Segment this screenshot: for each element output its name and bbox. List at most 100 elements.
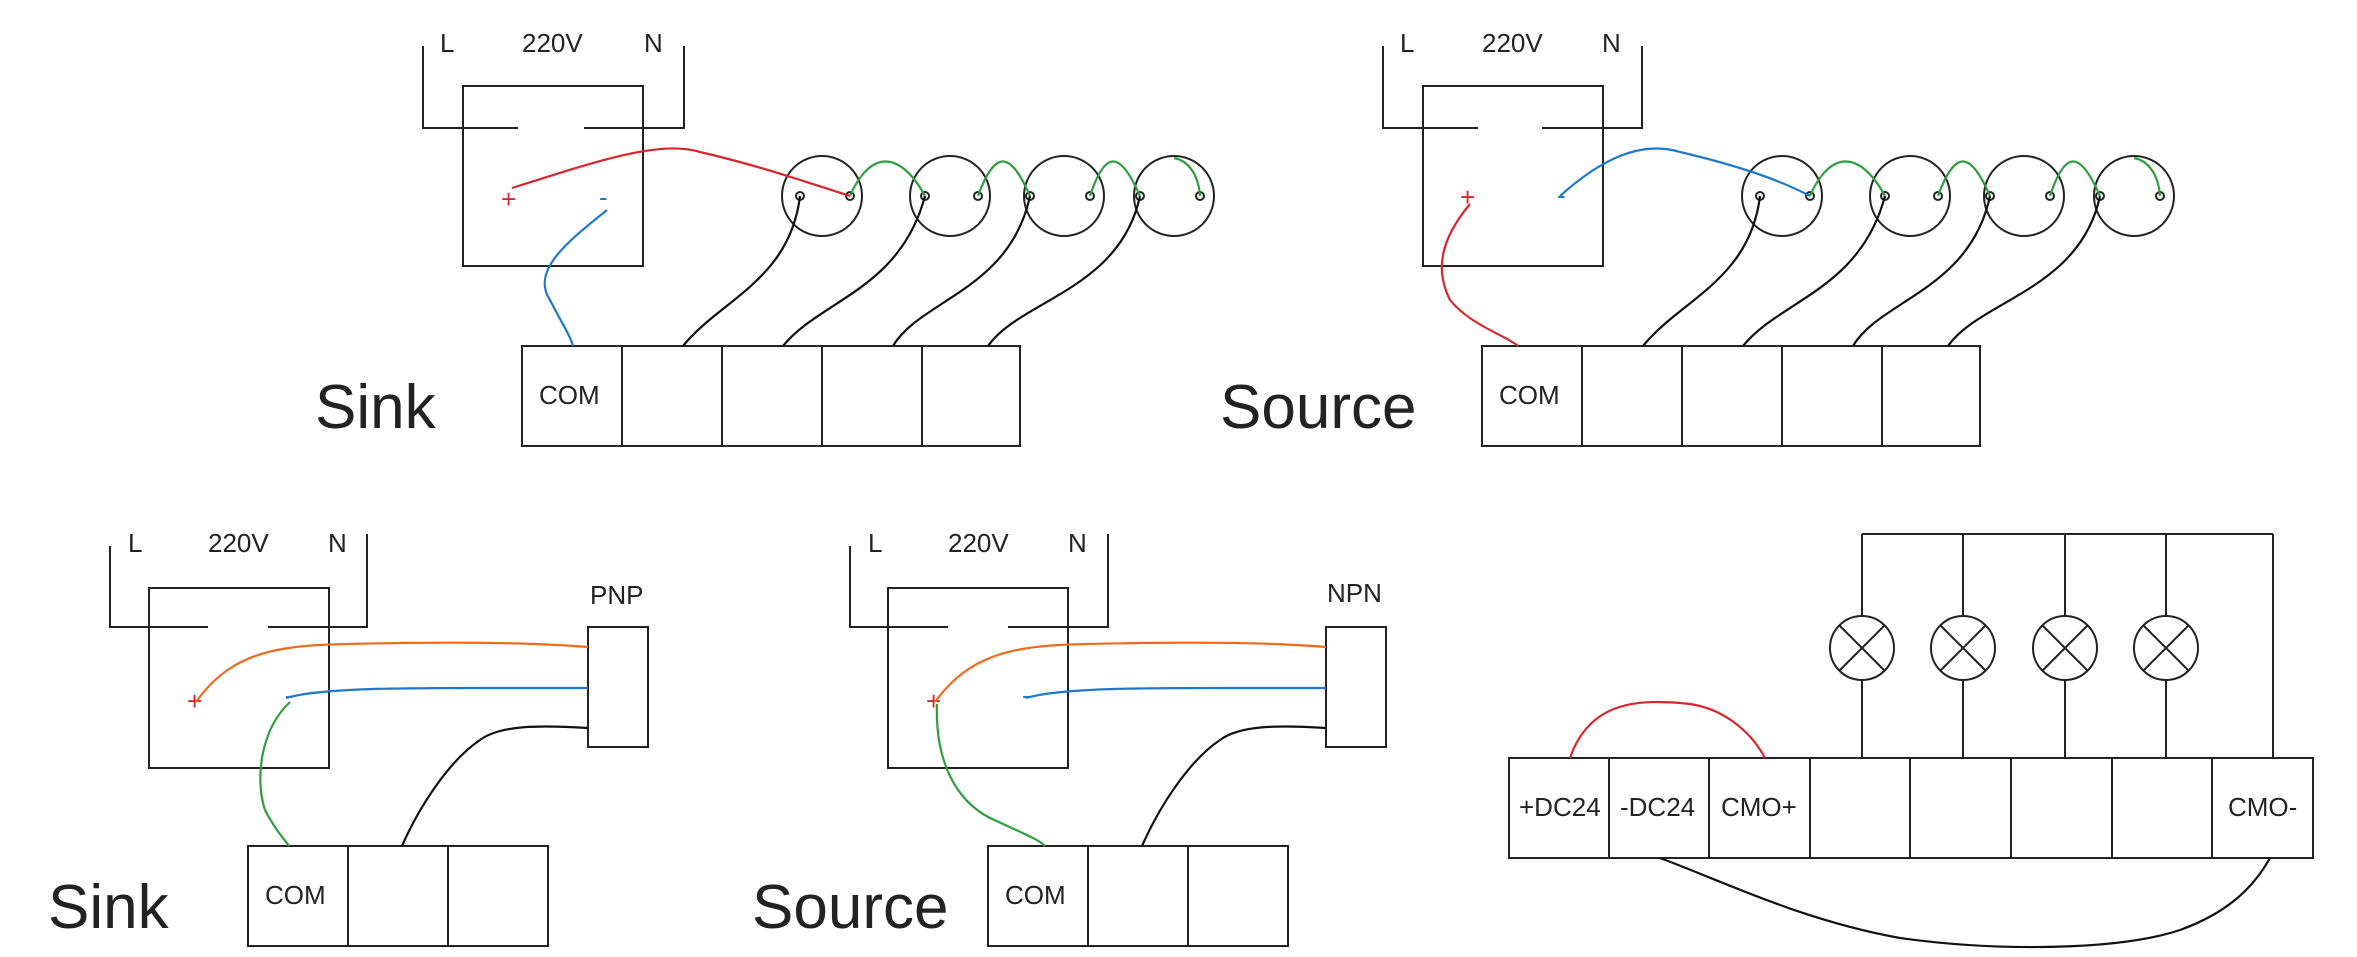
bus-drops — [1861, 534, 2274, 758]
npn-sensor: NPN — [1325, 578, 1387, 748]
indicator-lamp — [1829, 615, 1895, 681]
terminal-dc24-plus: +DC24 — [1519, 792, 1601, 822]
com-wire — [935, 703, 1046, 847]
power-supply: L 220V N + - — [422, 28, 685, 267]
l-label: L — [1400, 28, 1414, 58]
panel-title: Sink — [48, 873, 170, 942]
lamp-group — [781, 155, 1215, 237]
sensor-label: PNP — [590, 580, 643, 610]
terminal-block: COM — [247, 845, 549, 947]
negative-wire — [1559, 147, 1811, 197]
lamp-pins — [1755, 191, 2165, 201]
terminal-dividers — [1581, 346, 1883, 446]
terminal-block: COM — [521, 345, 1021, 447]
l-label: L — [128, 528, 142, 558]
terminal-strip — [247, 845, 549, 947]
terminal-strip — [987, 845, 1289, 947]
com-terminal: COM — [1005, 880, 1066, 910]
lamp-return-wire — [782, 195, 927, 347]
l-lead — [109, 546, 208, 628]
lamp-group — [1741, 155, 2175, 237]
lamp-return-wire — [1742, 195, 1887, 347]
negative-wire — [285, 686, 588, 700]
power-supply: L 220V N + - — [1382, 28, 1643, 267]
plus-terminal: + — [1460, 182, 1475, 212]
lamp-chain-wire — [848, 156, 1202, 197]
panel-source-sensor: L 220V N + - NPN COM Source — [752, 528, 1387, 947]
terminal-dividers — [1608, 758, 2213, 858]
voltage-label: 220V — [522, 28, 583, 58]
lamp-pins — [795, 191, 1205, 201]
terminal-dc24-minus: -DC24 — [1620, 792, 1695, 822]
minus-terminal: - — [285, 680, 294, 710]
lamp — [781, 155, 863, 237]
indicator-lamp — [2032, 615, 2098, 681]
terminal-block: COM — [987, 845, 1289, 947]
supply-box — [148, 587, 330, 769]
panel-source-lamps: L 220V N + - COM — [1220, 28, 2175, 447]
terminal-block: +DC24 -DC24 CMO+ CMO- — [1508, 757, 2314, 859]
com-terminal: COM — [1499, 380, 1560, 410]
dc24-plus-jumper — [1568, 700, 1766, 759]
indicator-lamps — [1829, 615, 2199, 681]
n-lead — [1008, 534, 1109, 628]
pnp-sensor: PNP — [587, 580, 649, 748]
com-terminal: COM — [539, 380, 600, 410]
power-supply: L 220V N + - — [849, 528, 1109, 769]
positive-wire — [934, 641, 1327, 703]
sensor-body — [1325, 626, 1387, 748]
l-label: L — [440, 28, 454, 58]
n-label: N — [1602, 28, 1621, 58]
lamp — [1741, 155, 1823, 237]
supply-box — [1422, 85, 1604, 267]
l-label: L — [868, 528, 882, 558]
lamp-return-wire — [892, 195, 1032, 347]
n-label: N — [1068, 528, 1087, 558]
voltage-label: 220V — [948, 528, 1009, 558]
lamp-return-wire — [1947, 195, 2102, 347]
n-lead — [1542, 46, 1643, 129]
minus-terminal: - — [1022, 680, 1031, 710]
negative-wire — [1025, 686, 1326, 700]
n-label: N — [328, 528, 347, 558]
plus-terminal: + — [926, 686, 941, 716]
terminal-cmo-plus: CMO+ — [1721, 792, 1797, 822]
n-label: N — [644, 28, 663, 58]
terminal-dividers — [1087, 846, 1189, 946]
lamp — [1983, 155, 2065, 237]
panel-title: Sink — [315, 373, 437, 442]
terminal-dividers — [621, 346, 923, 446]
panel-title: Source — [1220, 373, 1416, 442]
lamp-output-wires — [1861, 680, 2167, 758]
terminal-cmo-minus: CMO- — [2228, 792, 2297, 822]
l-lead — [1382, 46, 1478, 129]
n-lead — [584, 46, 685, 129]
voltage-label: 220V — [208, 528, 269, 558]
dc24-minus-return — [1659, 856, 2271, 949]
terminal-dividers — [347, 846, 449, 946]
positive-wire — [1440, 203, 1519, 347]
negative-wire — [543, 209, 608, 347]
l-lead — [849, 546, 948, 628]
power-supply: L 220V N + - — [109, 528, 368, 769]
positive-wire — [511, 147, 851, 198]
signal-wire — [400, 725, 589, 847]
positive-wire — [195, 641, 589, 703]
lamp-return-wire — [1852, 195, 1992, 347]
panel-dc-lamps: +DC24 -DC24 CMO+ CMO- — [1508, 533, 2314, 949]
lamp — [1023, 155, 1105, 237]
panel-sink-sensor: L 220V N + - PNP COM Sink — [48, 528, 649, 947]
n-lead — [268, 534, 368, 628]
lamp — [909, 155, 991, 237]
terminal-strip — [521, 345, 1021, 447]
com-terminal: COM — [265, 880, 326, 910]
voltage-label: 220V — [1482, 28, 1543, 58]
lamp-chain-wire — [1808, 156, 2162, 197]
minus-terminal: - — [599, 182, 608, 212]
supply-box — [887, 587, 1069, 769]
indicator-lamp — [2133, 615, 2199, 681]
lamp-return-wire — [987, 195, 1142, 347]
plus-terminal: + — [501, 184, 516, 214]
signal-wire — [1140, 725, 1327, 847]
